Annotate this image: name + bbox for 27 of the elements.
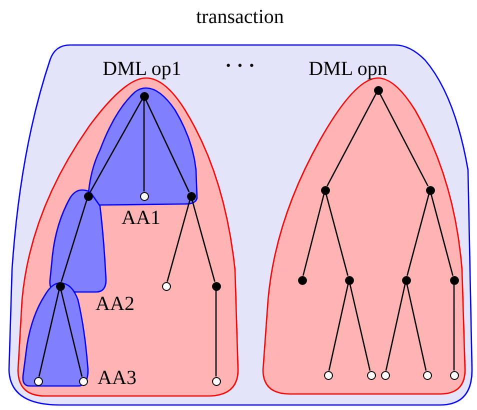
tree-edge [302, 194, 325, 276]
tree-edge [215, 290, 217, 376]
tree-edge [430, 194, 454, 276]
tree-edge [328, 284, 349, 371]
tree-edge [38, 290, 60, 377]
tree-edge [326, 94, 376, 186]
subtree-label: AA3 [98, 368, 136, 388]
tree-edge [60, 200, 88, 282]
diagram-heading: transaction [196, 7, 284, 27]
ellipsis-label: · · · [225, 56, 255, 76]
tree-edge [406, 194, 430, 276]
tree-edge [349, 284, 371, 371]
tree-edge [60, 290, 83, 377]
tree-edge [90, 100, 142, 192]
tree-edge [192, 200, 216, 282]
tree-edge [326, 194, 348, 276]
region-label: DML op1 [102, 59, 182, 79]
subtree-label: AA1 [122, 208, 160, 228]
tree-edge [145, 100, 190, 192]
region-label: DML opn [308, 59, 388, 79]
tree-edge [166, 200, 190, 282]
tree-edge [406, 284, 427, 371]
tree-edge [380, 94, 428, 186]
subtree-label: AA2 [96, 294, 134, 314]
tree-edge [143, 100, 145, 192]
tree-edge [453, 284, 455, 370]
tree-edge [385, 284, 406, 371]
